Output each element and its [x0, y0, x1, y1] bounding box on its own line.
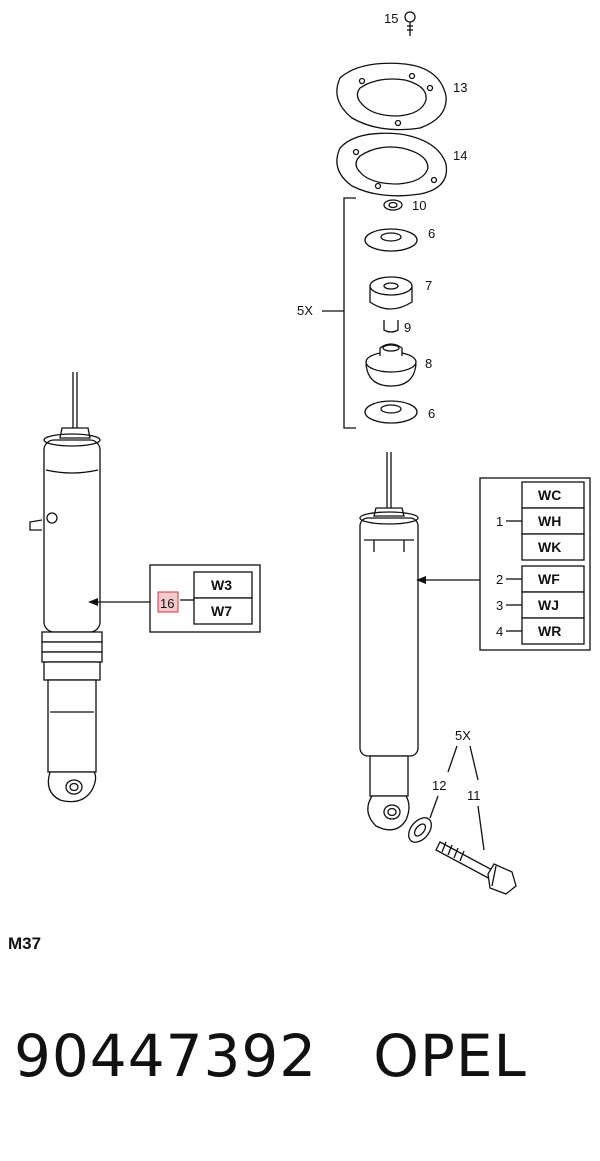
- callout-15: 15: [384, 11, 398, 26]
- code-wh: WH: [538, 513, 561, 529]
- callout-12: 12: [432, 778, 446, 793]
- bolt-11: [435, 841, 517, 895]
- hardware-callouts: 5X 12 11: [429, 728, 485, 851]
- brand-name: OPEL: [373, 1022, 527, 1090]
- screw-15: 15: [384, 11, 416, 36]
- bushing-7: 7: [369, 276, 432, 310]
- code-wf: WF: [538, 571, 560, 587]
- code-wr: WR: [538, 623, 561, 639]
- right-code-table: WC WH WK 1 WF 2 WJ 3 WR 4: [479, 477, 591, 651]
- code-w3: W3: [211, 577, 232, 593]
- highlight-ref-16: [157, 591, 179, 613]
- callout-5x-bottom: 5X: [455, 728, 471, 743]
- index-1: 1: [496, 514, 503, 529]
- callout-11: 11: [467, 788, 481, 803]
- nut-10: 10: [383, 198, 426, 213]
- washer-12: [408, 817, 432, 843]
- part-number: 90447392: [14, 1022, 318, 1090]
- set-bracket-5x: 5X: [297, 197, 356, 429]
- code-wk: WK: [538, 539, 561, 555]
- gasket-14: 14: [336, 132, 467, 197]
- shock-absorber-left: [29, 372, 103, 803]
- index-4: 4: [496, 624, 503, 639]
- washer-6-lower: 6: [364, 400, 435, 424]
- ref-16: 16: [160, 596, 174, 611]
- arrow-left-table: [88, 598, 150, 606]
- code-wc: WC: [538, 487, 561, 503]
- shock-absorber-right: [359, 452, 419, 831]
- callout-14: 14: [453, 148, 467, 163]
- bushing-8: 8: [365, 343, 432, 387]
- callout-7: 7: [425, 278, 432, 293]
- washer-6-upper: 6: [364, 226, 435, 252]
- callout-5x-top: 5X: [297, 303, 313, 318]
- model-code: M37: [8, 934, 42, 953]
- left-code-table: 16 W3 W7: [149, 564, 261, 633]
- arrow-right-table: [416, 576, 480, 584]
- code-w7: W7: [211, 603, 232, 619]
- callout-9: 9: [404, 320, 411, 335]
- index-2: 2: [496, 572, 503, 587]
- callout-8: 8: [425, 356, 432, 371]
- callout-10: 10: [412, 198, 426, 213]
- callout-13: 13: [453, 80, 467, 95]
- index-3: 3: [496, 598, 503, 613]
- sleeve-9: 9: [383, 320, 411, 335]
- code-wj: WJ: [538, 597, 559, 613]
- callout-6a: 6: [428, 226, 435, 241]
- gasket-13: 13: [336, 62, 467, 131]
- footer: 90447392 OPEL: [14, 1022, 527, 1090]
- callout-6b: 6: [428, 406, 435, 421]
